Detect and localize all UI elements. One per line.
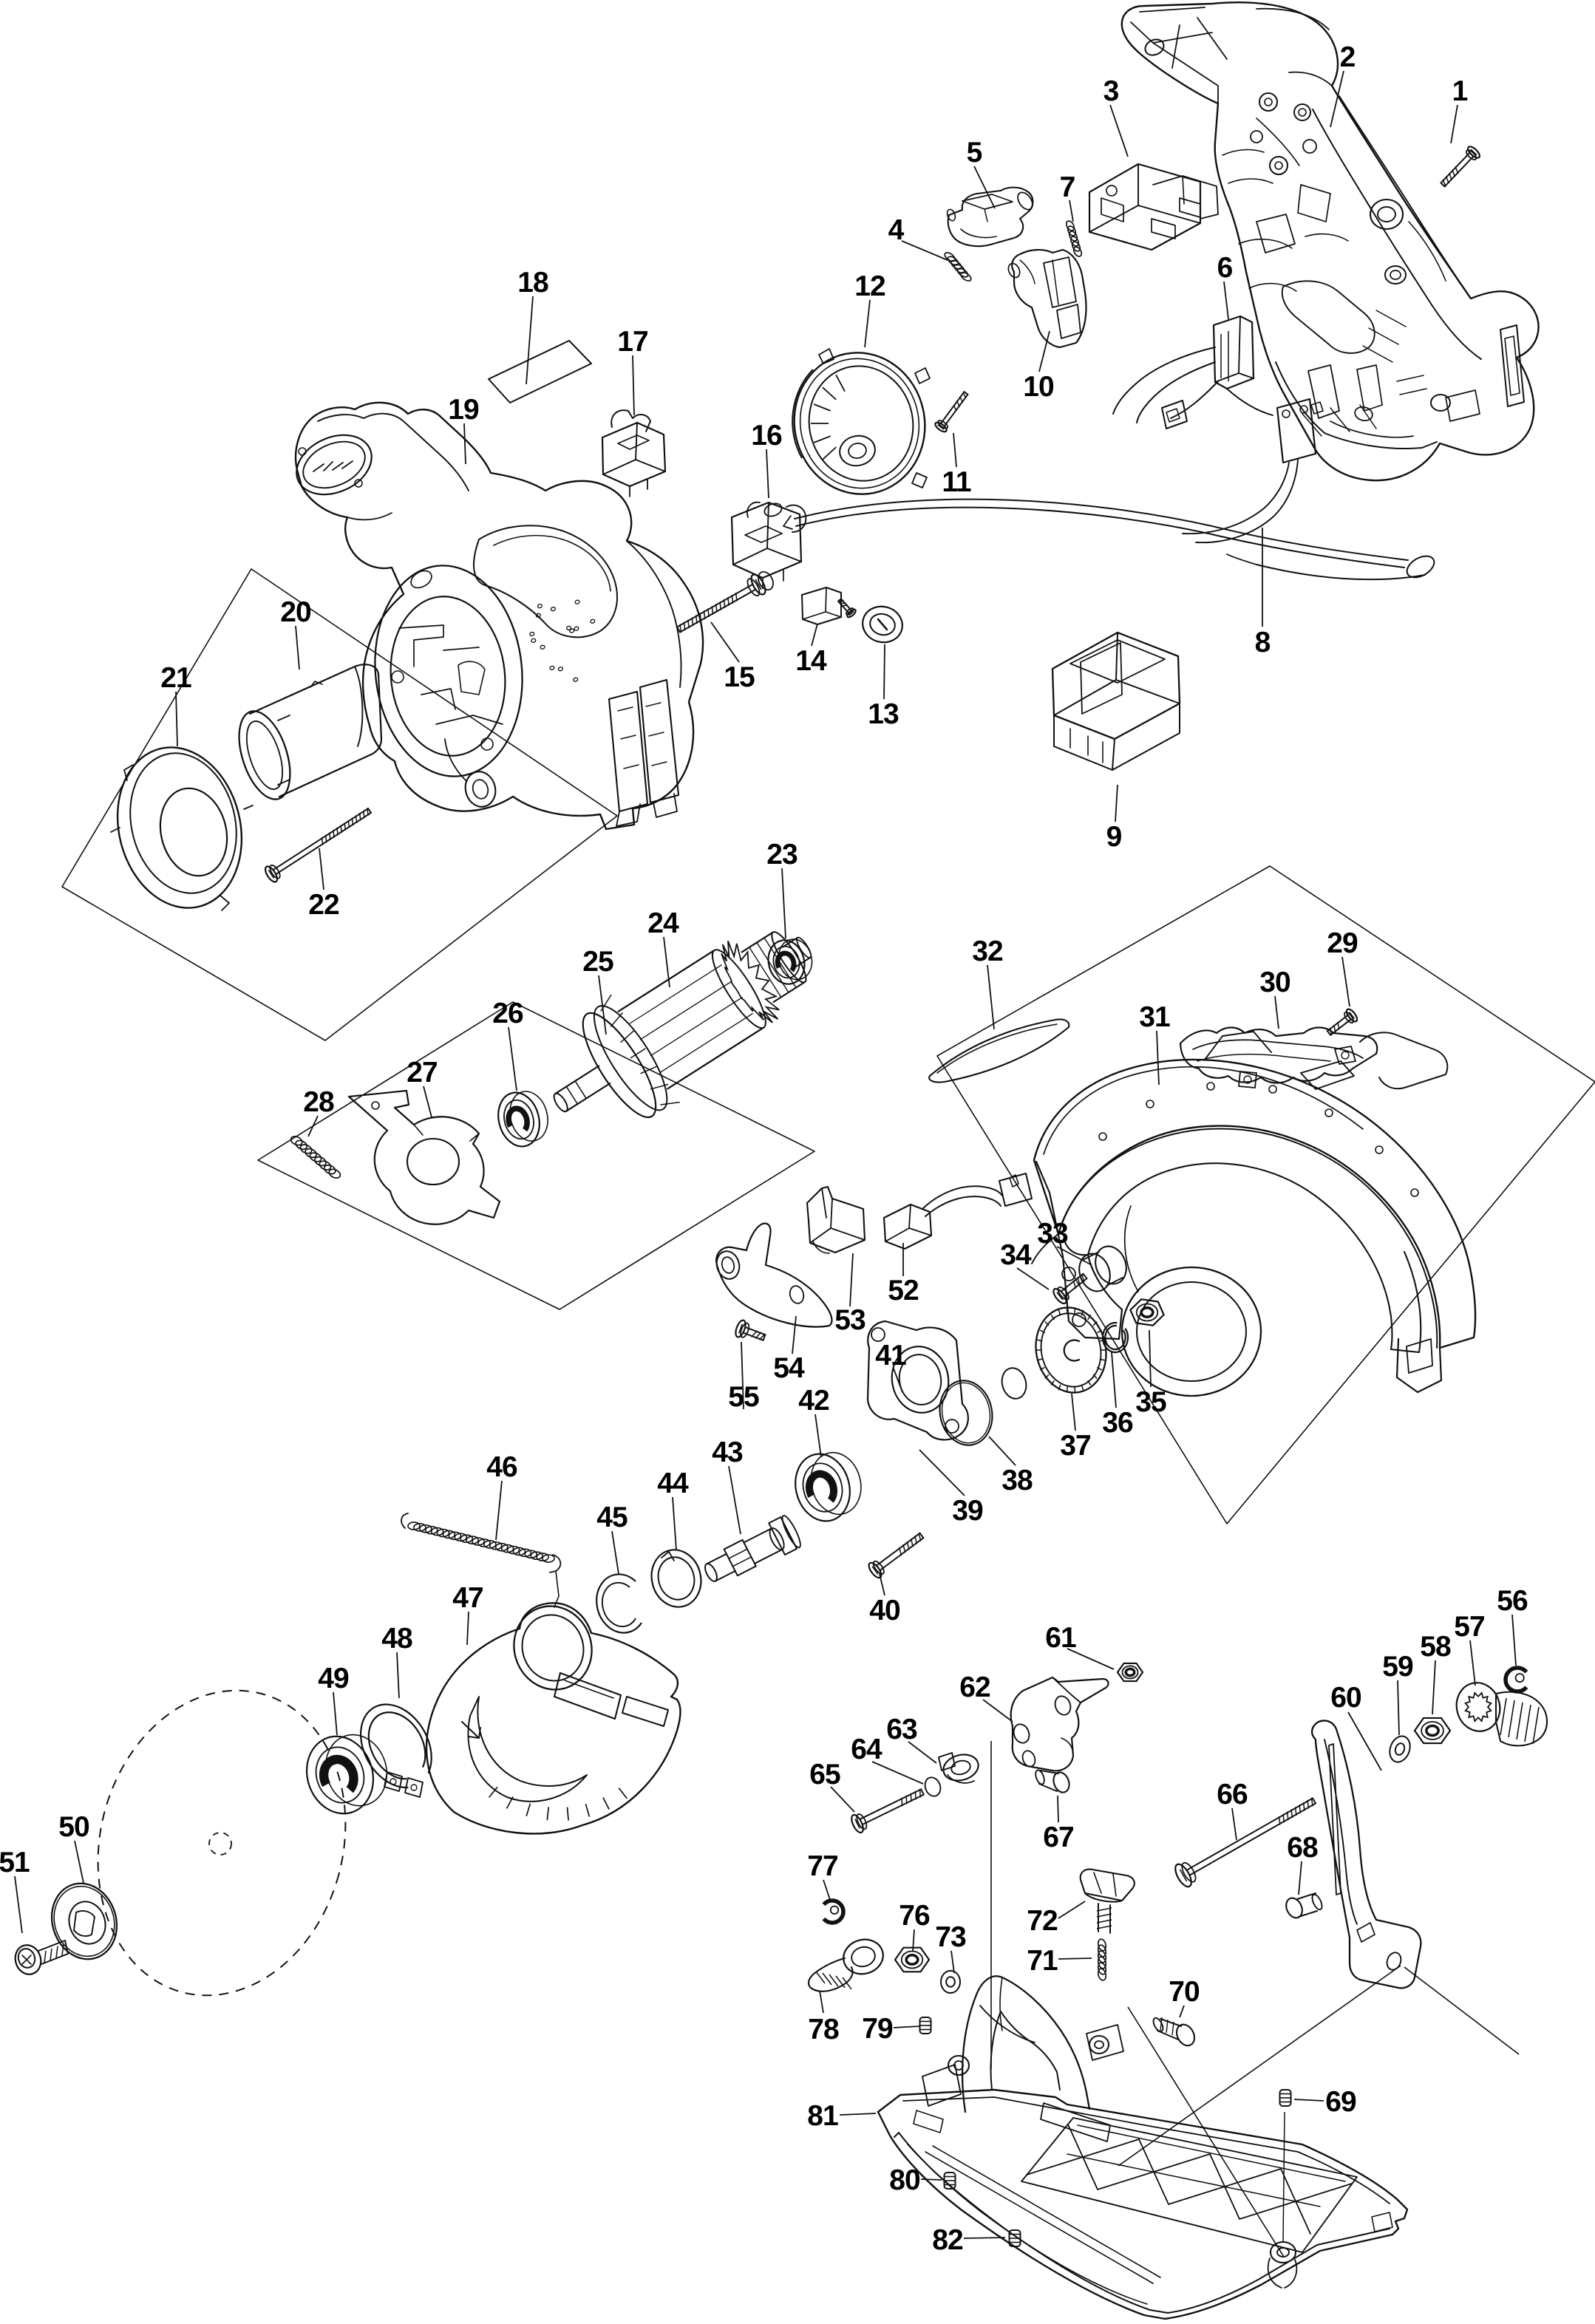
- svg-text:58: 58: [1420, 1631, 1451, 1663]
- svg-text:69: 69: [1325, 2086, 1356, 2118]
- svg-text:12: 12: [854, 270, 885, 302]
- svg-text:53: 53: [834, 1304, 865, 1336]
- svg-text:15: 15: [724, 661, 755, 693]
- svg-text:22: 22: [308, 889, 339, 921]
- svg-text:51: 51: [0, 1847, 30, 1878]
- svg-text:66: 66: [1217, 1779, 1248, 1810]
- svg-text:7: 7: [1060, 171, 1075, 203]
- svg-text:64: 64: [851, 1734, 882, 1765]
- svg-text:11: 11: [942, 466, 971, 498]
- svg-text:45: 45: [596, 1502, 628, 1533]
- svg-text:34: 34: [1000, 1239, 1032, 1271]
- svg-text:24: 24: [647, 907, 679, 939]
- svg-text:81: 81: [807, 2100, 838, 2132]
- svg-text:60: 60: [1330, 1682, 1361, 1714]
- svg-text:61: 61: [1045, 1622, 1076, 1654]
- svg-text:14: 14: [795, 645, 827, 677]
- svg-text:59: 59: [1382, 1651, 1413, 1683]
- svg-text:2: 2: [1340, 41, 1356, 73]
- svg-text:46: 46: [486, 1451, 517, 1483]
- svg-text:3: 3: [1103, 75, 1119, 107]
- svg-text:5: 5: [967, 137, 982, 168]
- svg-text:80: 80: [889, 2164, 920, 2196]
- svg-text:36: 36: [1102, 1407, 1133, 1439]
- svg-text:6: 6: [1217, 252, 1233, 284]
- svg-text:63: 63: [886, 1714, 917, 1745]
- svg-text:4: 4: [888, 214, 905, 246]
- svg-text:37: 37: [1060, 1430, 1090, 1462]
- svg-text:56: 56: [1497, 1585, 1528, 1617]
- svg-text:42: 42: [798, 1385, 829, 1417]
- svg-text:68: 68: [1287, 1832, 1318, 1864]
- svg-text:62: 62: [959, 1672, 990, 1703]
- svg-text:70: 70: [1169, 1976, 1200, 2008]
- svg-text:72: 72: [1027, 1905, 1058, 1937]
- svg-text:30: 30: [1259, 967, 1290, 998]
- svg-text:35: 35: [1135, 1386, 1166, 1418]
- svg-text:27: 27: [407, 1057, 437, 1088]
- svg-text:25: 25: [582, 946, 613, 978]
- svg-text:47: 47: [452, 1582, 483, 1614]
- svg-text:9: 9: [1106, 821, 1122, 853]
- svg-text:19: 19: [448, 394, 479, 426]
- svg-text:26: 26: [492, 998, 523, 1029]
- svg-text:10: 10: [1023, 371, 1054, 403]
- svg-text:43: 43: [712, 1437, 743, 1468]
- svg-text:49: 49: [318, 1663, 349, 1694]
- svg-text:79: 79: [862, 2013, 893, 2045]
- svg-text:78: 78: [808, 2014, 839, 2045]
- svg-text:18: 18: [517, 267, 548, 299]
- svg-text:8: 8: [1255, 627, 1271, 658]
- svg-text:17: 17: [617, 326, 647, 358]
- svg-text:23: 23: [766, 839, 798, 870]
- svg-text:1: 1: [1452, 75, 1468, 107]
- svg-text:77: 77: [807, 1850, 837, 1882]
- svg-text:65: 65: [809, 1759, 840, 1790]
- svg-text:82: 82: [932, 2224, 963, 2256]
- svg-text:76: 76: [899, 1900, 930, 1932]
- svg-text:50: 50: [58, 1811, 89, 1843]
- svg-text:39: 39: [952, 1495, 983, 1527]
- svg-text:40: 40: [869, 1595, 900, 1626]
- svg-text:33: 33: [1037, 1218, 1068, 1250]
- svg-text:29: 29: [1327, 927, 1358, 959]
- svg-text:20: 20: [280, 596, 311, 628]
- svg-text:41: 41: [875, 1340, 906, 1371]
- svg-text:71: 71: [1027, 1945, 1058, 1977]
- svg-text:48: 48: [381, 1623, 412, 1655]
- svg-text:31: 31: [1139, 1001, 1170, 1033]
- svg-text:44: 44: [657, 1468, 689, 1499]
- svg-text:52: 52: [888, 1275, 919, 1306]
- svg-text:16: 16: [751, 420, 782, 451]
- svg-text:73: 73: [935, 1921, 966, 1953]
- svg-text:28: 28: [303, 1086, 334, 1118]
- svg-text:13: 13: [868, 698, 899, 730]
- svg-text:67: 67: [1043, 1822, 1073, 1853]
- svg-text:57: 57: [1454, 1611, 1484, 1643]
- svg-text:38: 38: [1001, 1465, 1033, 1496]
- svg-text:32: 32: [972, 936, 1003, 967]
- svg-text:54: 54: [773, 1352, 805, 1384]
- svg-text:21: 21: [160, 662, 191, 694]
